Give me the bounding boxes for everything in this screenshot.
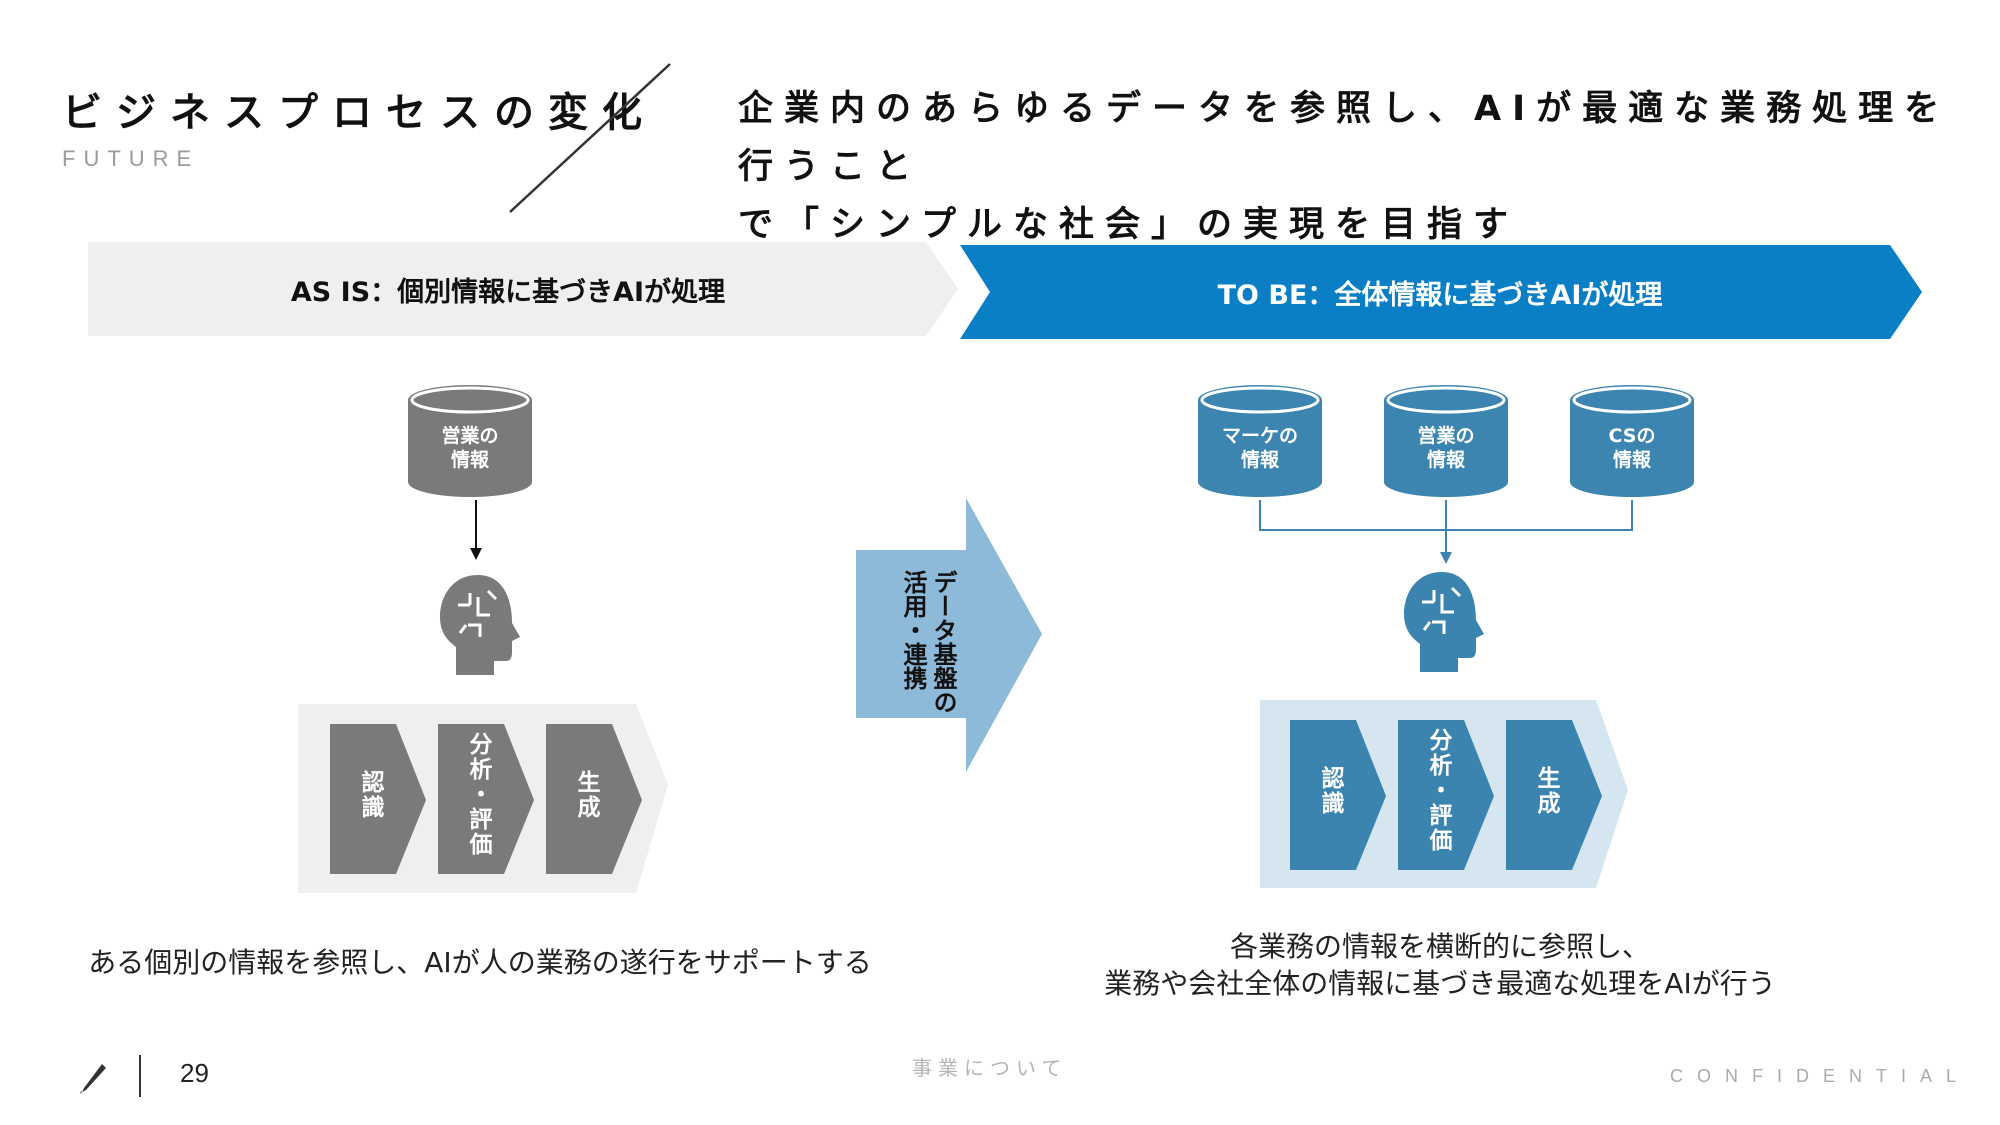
ai-head-icon [440,575,520,675]
to-be-db-label-cs: CSの 情報 [1608,425,1656,471]
to-be-banner-shape [960,245,1922,339]
page-subtitle: FUTURE [62,146,200,171]
divider-slash [509,63,671,213]
ai-head-icon [1404,572,1484,672]
to-be-database-cs-icon [1570,385,1694,497]
confidential-label: CONFIDENTIAL [1669,1066,1970,1086]
as-is-caption: ある個別の情報を参照し、AIが人の業務の遂行をサポートする [88,946,872,979]
tagline: 企業内のあらゆるデータを参照し、AIが最適な業務処理を行うこと で「シンプルな社… [738,80,1978,254]
data-platform-arrow [856,498,1042,772]
as-is-db-label: 営業の 情報 [441,425,499,471]
page-title: ビジネスプロセスの変化 [62,90,656,136]
as-is-database-icon [408,385,532,497]
as-is-step-2 [438,724,534,874]
to-be-step-label-generate: 生成 [1533,766,1559,816]
as-is-step-label-analyze: 分析・評価 [465,732,491,857]
as-is-step-label-generate: 生成 [573,770,599,820]
to-be-database-sales-icon [1384,385,1508,497]
to-be-step-1 [1290,720,1386,870]
to-be-step-label-analyze: 分析・評価 [1425,728,1451,853]
db-connector-lines [1259,500,1633,552]
footer-section-label: 事業について [912,1056,1068,1080]
tagline-line2: で「シンプルな社会」の実現を目指す [738,205,1519,245]
pen-icon [80,1064,106,1094]
as-is-banner-label: AS IS：個別情報に基づきAIが処理 [290,277,726,308]
to-be-step-label-recognize: 認識 [1317,766,1343,816]
to-be-db-label-marketing: マーケの 情報 [1221,425,1298,471]
to-be-caption: 各業務の情報を横断的に参照し、 業務や会社全体の情報に基づき最適な処理をAIが行… [1104,930,1776,1000]
page-number: 29 [180,1058,209,1088]
to-be-db-label-sales: 営業の 情報 [1417,425,1475,471]
to-be-step-2 [1398,720,1494,870]
as-is-banner-shape [88,242,958,336]
as-is-step-label-recognize: 認識 [357,770,383,820]
to-be-banner-label: TO BE：全体情報に基づきAIが処理 [1217,280,1663,311]
as-is-step-1 [330,724,426,874]
data-platform-label: データ基盤の活用・連携 [899,570,957,714]
as-is-step-3 [546,724,642,874]
to-be-database-marketing-icon [1198,385,1322,497]
tagline-line1: 企業内のあらゆるデータを参照し、AIが最適な業務処理を行うこと [738,89,1951,187]
to-be-step-3 [1506,720,1602,870]
